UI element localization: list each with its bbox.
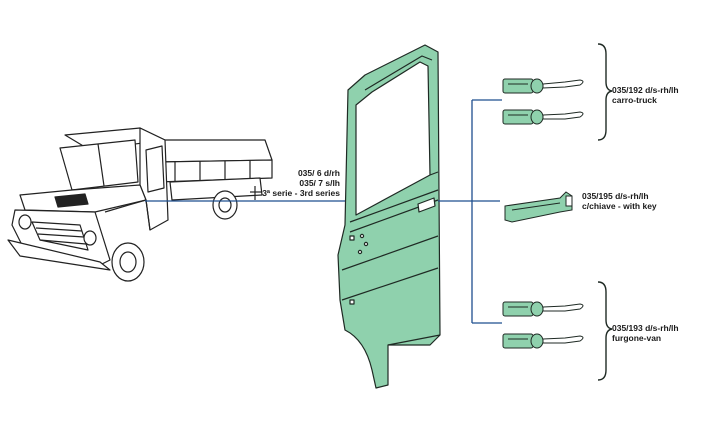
handle-part-number: 035/195 d/s-rh/lh: [582, 191, 649, 201]
lock-bottom-label: 035/193 d/s-rh/lh furgone-van: [612, 323, 679, 343]
curly-brace-top: [597, 43, 613, 141]
handle-desc: c/chiave - with key: [582, 201, 657, 211]
lock-cylinder-bottom-1: [502, 301, 584, 317]
door-handle: [504, 191, 573, 223]
lock-cylinder-bottom-2: [502, 333, 584, 349]
lock-top-desc: carro-truck: [612, 95, 657, 105]
door-part-number-left: 035/ 7 s/lh: [299, 178, 340, 188]
lock-cylinder-top-1: [502, 78, 584, 94]
door-part-number-right: 035/ 6 d/rh: [297, 168, 340, 178]
leader-lines: [438, 99, 502, 324]
door-panel: [337, 44, 441, 389]
curly-brace-bottom: [597, 281, 613, 381]
lock-bottom-part-number: 035/193 d/s-rh/lh: [612, 323, 679, 333]
lock-top-label: 035/192 d/s-rh/lh carro-truck: [612, 85, 679, 105]
lock-cylinder-top-2: [502, 109, 584, 125]
door-series: 3ª serie - 3rd series: [262, 188, 340, 198]
lock-top-part-number: 035/192 d/s-rh/lh: [612, 85, 679, 95]
handle-label: 035/195 d/s-rh/lh c/chiave - with key: [582, 191, 657, 211]
lock-bottom-desc: furgone-van: [612, 333, 662, 343]
truck-illustration: [7, 127, 273, 282]
door-part-label: 035/ 6 d/rh 035/ 7 s/lh 3ª serie - 3rd s…: [252, 168, 340, 198]
